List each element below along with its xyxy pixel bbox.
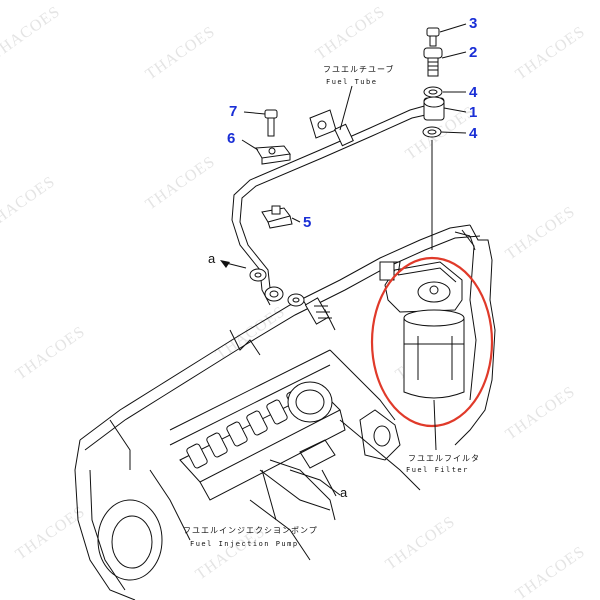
callout-number: 4 [469, 125, 478, 142]
watermark: THACOES [503, 203, 579, 263]
callout-number: 7 [229, 103, 237, 120]
fuel-filter-label-jp: フユエルフイルタ [408, 454, 480, 463]
watermark: THACOES [143, 23, 219, 83]
reference-letter: a [208, 251, 216, 266]
watermark: THACOES [383, 513, 459, 573]
callout-number: 3 [469, 15, 477, 32]
callout-number: 2 [469, 44, 477, 61]
callout-number: 5 [303, 214, 311, 231]
watermark: THACOES [503, 383, 579, 443]
pump-label-jp: フユエルインジエクシヨンポンプ [183, 526, 318, 535]
fuel-tube-label-jp: フユエルチユーブ [323, 64, 395, 74]
watermark: THACOES [143, 153, 219, 213]
callout-number: 6 [227, 130, 235, 147]
callouts: 3 2 4 1 4 7 6 5 [227, 15, 478, 231]
engine-block [74, 224, 496, 600]
pump-label-en: Fuel Injection Pump [190, 540, 299, 548]
callout-number: 4 [469, 84, 478, 101]
leader-lines [220, 23, 467, 521]
watermark: THACOES [0, 173, 58, 233]
watermark: THACOES [213, 303, 289, 363]
fuel-filter-label-en: Fuel Filter [406, 466, 469, 474]
fuel-injection-pump [179, 381, 346, 521]
fuel-filter [379, 261, 465, 399]
callout-number: 1 [469, 104, 477, 121]
fuel-tube-label-en: Fuel Tube [326, 78, 377, 86]
watermark: THACOES [0, 3, 63, 63]
watermark: THACOES [513, 543, 589, 600]
watermark: THACOES [313, 3, 389, 63]
highlight-circle [370, 256, 494, 428]
hardware-parts [249, 27, 443, 325]
reference-letters: a a [208, 251, 348, 500]
watermark: THACOES [13, 323, 89, 383]
watermark: THACOES [513, 23, 589, 83]
part-labels: フユエルチユーブ Fuel Tube フユエルフイルタ Fuel Filter … [183, 64, 480, 548]
reference-letter: a [340, 485, 348, 500]
